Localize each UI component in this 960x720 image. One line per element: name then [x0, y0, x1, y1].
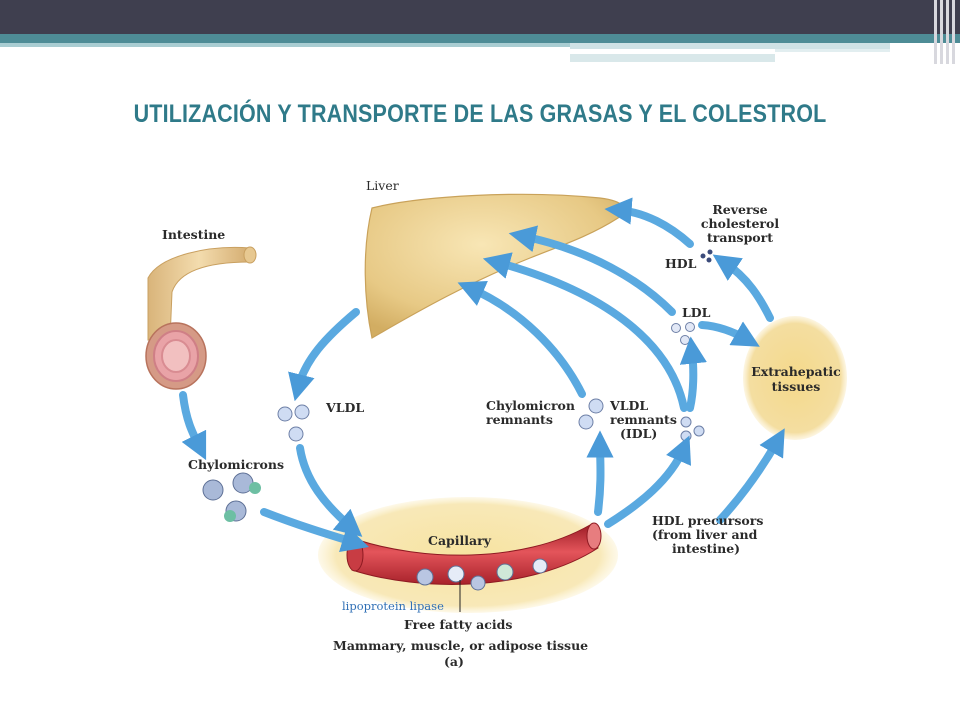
intestine-shape	[145, 246, 257, 390]
label-chylomicrons: Chylomicrons	[188, 457, 284, 472]
arrow-capillary-to-idl	[604, 435, 691, 528]
slide-header-accent-line	[775, 49, 890, 52]
arrow-capillary-to-chylomicron-remnants	[586, 430, 614, 516]
label-vldl-remnants: VLDL	[609, 398, 648, 413]
slide-header-decoration	[946, 0, 949, 64]
arrow-hdl-precursors-to-extrahepatic	[716, 428, 785, 524]
arrow-liver-to-vldl	[288, 308, 360, 402]
label-liver: Liver	[366, 178, 399, 193]
label-chylomicron-remnants: Chylomicron	[486, 398, 575, 413]
label-reverse-transport: transport	[707, 230, 773, 245]
label-ldl: LDL	[682, 305, 711, 320]
slide-header-decoration	[934, 0, 937, 64]
label-hdl-precursors: intestine)	[672, 541, 740, 556]
arrow-intestine-to-chylomicrons	[179, 391, 207, 461]
label-reverse-transport: cholesterol	[701, 216, 779, 231]
label-extrahepatic: Extrahepatic	[751, 364, 841, 379]
label-panel: (a)	[444, 654, 464, 669]
label-lipoprotein-lipase: lipoprotein lipase	[342, 599, 444, 613]
ldl-particles	[671, 322, 695, 345]
label-reverse-transport: Reverse	[712, 202, 767, 217]
label-capillary: Capillary	[428, 533, 492, 548]
label-tissue: Mammary, muscle, or adipose tissue	[333, 638, 588, 653]
arrow-idl-to-ldl	[679, 336, 707, 412]
slide-header-accent-line	[570, 43, 890, 49]
label-vldl: VLDL	[325, 400, 364, 415]
flow-arrows	[179, 197, 785, 552]
slide-title: UTILIZACIÓN Y TRANSPORTE DE LAS GRASAS Y…	[133, 100, 827, 128]
slide-header-bar	[0, 0, 960, 34]
label-hdl: HDL	[665, 256, 697, 271]
arrow-extrahepatic-to-hdl	[712, 254, 774, 322]
label-hdl-precursors: HDL precursors	[652, 513, 763, 528]
arrow-chylomicrons-to-capillary	[260, 508, 369, 552]
hdl-particles	[700, 249, 713, 263]
label-free-fatty-acids: Free fatty acids	[404, 617, 512, 632]
slide-header-decoration	[940, 0, 943, 64]
vldl-particles	[277, 404, 310, 442]
capillary-particles	[416, 558, 548, 591]
label-vldl-remnants: (IDL)	[620, 426, 657, 441]
chylomicron-remnant-particles	[578, 398, 604, 430]
slide-header-accent-line	[570, 54, 775, 62]
label-chylomicron-remnants: remnants	[486, 412, 553, 427]
arrow-chylomicron-remnants-to-liver	[457, 281, 586, 398]
arrow-idl-to-liver	[482, 252, 688, 412]
label-intestine: Intestine	[162, 227, 225, 242]
label-vldl-remnants: remnants	[610, 412, 677, 427]
arrow-ldl-to-extrahepatic	[698, 321, 760, 347]
arrow-vldl-to-capillary	[296, 444, 363, 537]
label-hdl-precursors: (from liver and	[652, 527, 758, 542]
slide-header-accent-band	[0, 34, 960, 43]
liver-shape	[364, 193, 625, 339]
slide-header-accent-line	[0, 43, 570, 47]
idl-particles	[680, 416, 705, 442]
arrow-ldl-to-liver	[508, 225, 676, 316]
slide-header-decoration	[952, 0, 955, 64]
extrahepatic-tissue-shape	[743, 316, 847, 440]
chylomicron-particles	[202, 472, 261, 522]
label-extrahepatic: tissues	[772, 379, 821, 394]
arrow-hdl-to-liver	[604, 197, 694, 248]
